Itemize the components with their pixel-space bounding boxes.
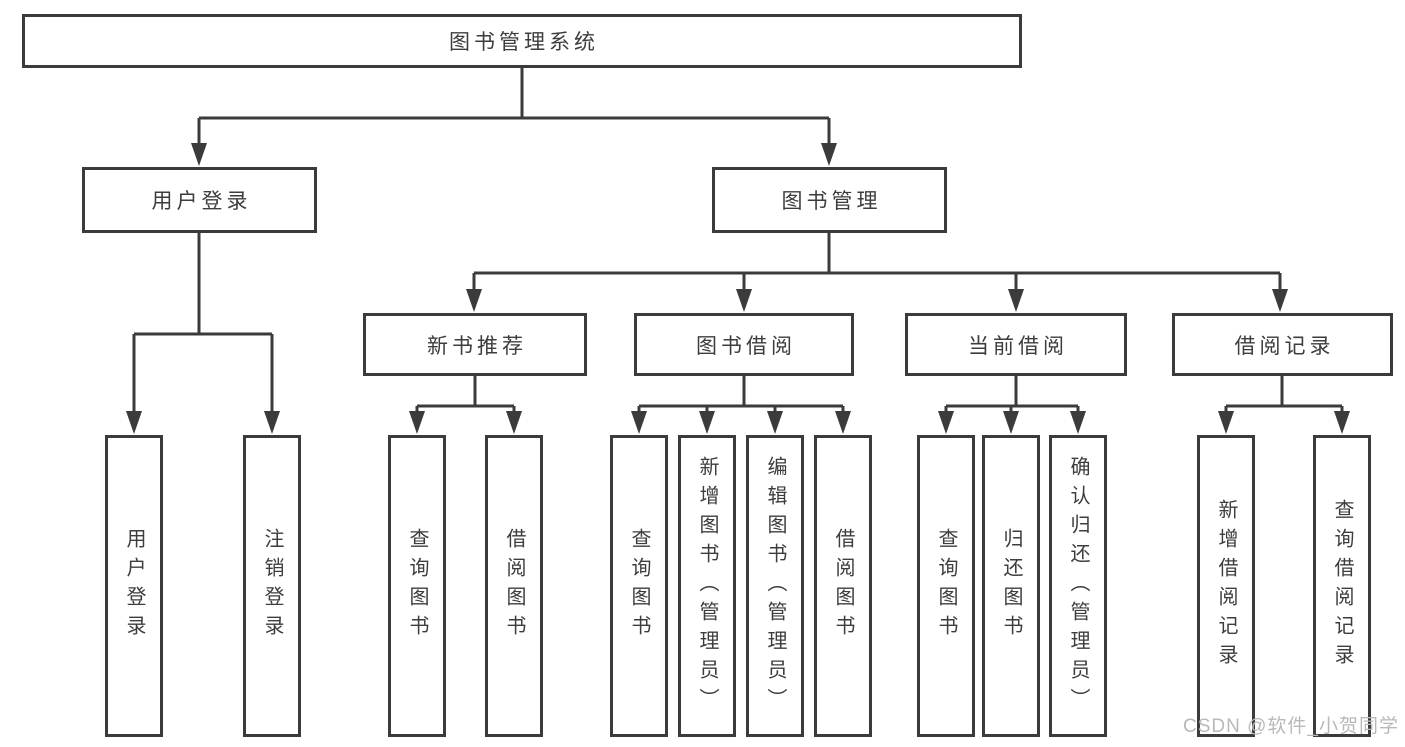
leaf-label: 查询图书 — [406, 528, 428, 644]
arrowheads — [126, 143, 1350, 434]
node-current-borrowing: 当前借阅 — [905, 313, 1127, 376]
leaf-label: 查询图书 — [628, 528, 650, 644]
leaf-query-books-current: 查询图书 — [917, 435, 975, 737]
leaf-label: 新增图书（管理员） — [696, 455, 718, 717]
leaf-label: 确认归还（管理员） — [1067, 455, 1089, 717]
leaf-label: 注销登录 — [261, 528, 283, 644]
leaf-logout: 注销登录 — [243, 435, 301, 737]
csdn-watermark: CSDN @软件_小贺同学 — [1183, 716, 1399, 737]
leaf-query-books-recommend: 查询图书 — [388, 435, 446, 737]
leaf-label: 新增借阅记录 — [1215, 499, 1237, 673]
leaf-return-books: 归还图书 — [982, 435, 1040, 737]
leaf-label: 查询图书 — [935, 528, 957, 644]
node-book-management: 图书管理 — [712, 167, 947, 233]
leaf-add-borrow-record: 新增借阅记录 — [1197, 435, 1255, 737]
node-user-login: 用户登录 — [82, 167, 317, 233]
leaf-user-login: 用户登录 — [105, 435, 163, 737]
leaf-label: 查询借阅记录 — [1331, 499, 1353, 673]
node-borrowing-records: 借阅记录 — [1172, 313, 1393, 376]
leaf-confirm-return-admin: 确认归还（管理员） — [1049, 435, 1107, 737]
leaf-label: 用户登录 — [123, 528, 145, 644]
leaf-query-borrow-record: 查询借阅记录 — [1313, 435, 1371, 737]
leaf-label: 借阅图书 — [832, 528, 854, 644]
leaf-borrow-books-borrowing: 借阅图书 — [814, 435, 872, 737]
leaf-label: 编辑图书（管理员） — [764, 455, 786, 717]
leaf-query-books-borrowing: 查询图书 — [610, 435, 668, 737]
leaf-borrow-books-recommend: 借阅图书 — [485, 435, 543, 737]
leaf-edit-books-admin: 编辑图书（管理员） — [746, 435, 804, 737]
leaf-add-books-admin: 新增图书（管理员） — [678, 435, 736, 737]
leaf-label: 借阅图书 — [503, 528, 525, 644]
leaf-label: 归还图书 — [1000, 528, 1022, 644]
node-root: 图书管理系统 — [22, 14, 1022, 68]
node-new-book-recommend: 新书推荐 — [363, 313, 587, 376]
node-book-borrowing: 图书借阅 — [634, 313, 854, 376]
